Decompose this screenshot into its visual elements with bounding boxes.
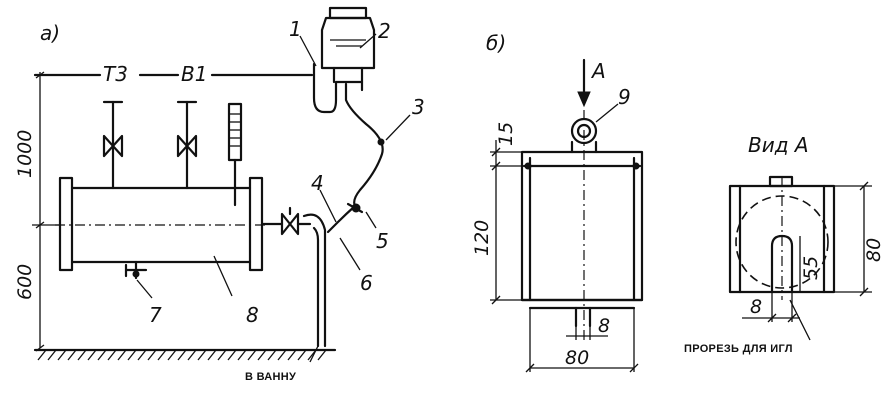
dim-80: 80 xyxy=(565,347,589,369)
panel-b-letter: б) xyxy=(486,31,506,55)
dim-120: 120 xyxy=(471,220,493,256)
pipe-label-t3: Т3 xyxy=(103,62,128,86)
callout-2: 2 xyxy=(378,19,391,43)
view-dim-80: 80 xyxy=(863,238,885,262)
callout-8: 8 xyxy=(246,303,259,327)
drip-container xyxy=(312,6,385,208)
dim-600: 600 xyxy=(14,264,36,300)
view-arrow xyxy=(577,58,591,108)
view-dim-8: 8 xyxy=(750,296,762,318)
clamp xyxy=(326,202,364,234)
holder-dimensions xyxy=(490,140,639,373)
view-a-title: Вид А xyxy=(748,133,809,157)
holder-body xyxy=(520,110,644,340)
view-dim-55: 55 xyxy=(800,256,822,280)
arrow-label: А xyxy=(590,59,606,83)
callout-1: 1 xyxy=(289,17,302,41)
dim-8: 8 xyxy=(598,315,610,337)
callout-9: 9 xyxy=(618,85,631,109)
callout-4: 4 xyxy=(311,171,324,195)
dim-15: 15 xyxy=(495,122,517,146)
callout-3: 3 xyxy=(412,95,425,119)
pipe-label-b1: В1 xyxy=(181,62,207,86)
callout-7: 7 xyxy=(149,303,162,327)
callout-5: 5 xyxy=(376,229,389,253)
panel-a-installation: а) Т3 В1 1000 600 xyxy=(14,6,425,383)
water-tank xyxy=(55,176,268,272)
view-a-dimensions xyxy=(742,181,872,341)
outlet-assembly xyxy=(260,206,327,363)
view-a: Вид А 80 55 8 ПРОРЕЗЬ ДЛЯ ИГ xyxy=(684,133,885,355)
thermometer xyxy=(227,102,243,207)
drain-tap xyxy=(124,260,148,280)
slot-note: ПРОРЕЗЬ ДЛЯ ИГЛ xyxy=(684,343,793,355)
panel-a-letter: а) xyxy=(40,21,60,45)
view-a-body xyxy=(728,175,836,300)
inlet-valve-left xyxy=(102,100,124,190)
inlet-valve-right xyxy=(176,100,198,190)
dim-1000: 1000 xyxy=(14,130,36,178)
ground-hatching xyxy=(33,348,337,361)
panel-b-holder: б) А 9 xyxy=(471,31,644,373)
height-dimension xyxy=(32,71,60,352)
drain-note: В ВАННУ xyxy=(245,371,296,383)
callout-6: 6 xyxy=(360,271,373,295)
